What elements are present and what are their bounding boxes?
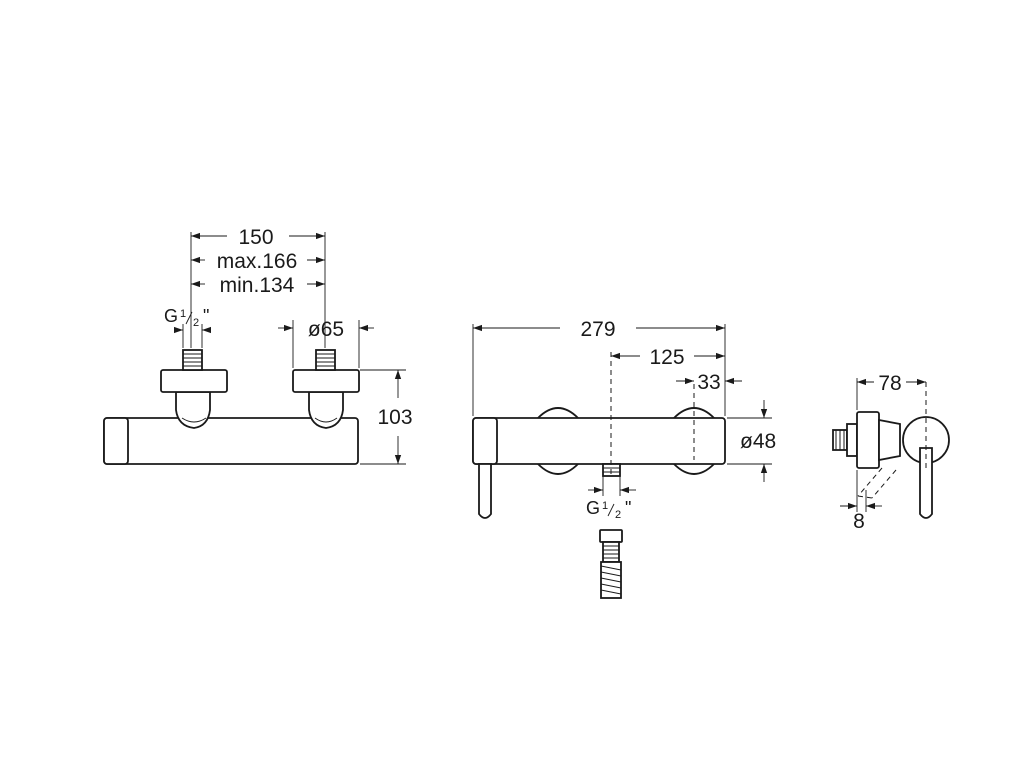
hose-connector [599,529,623,599]
dim-150-label: 150 [238,226,273,249]
right-inlet [292,349,360,429]
offset-label: 8 [853,510,865,533]
side-view: 78 8 [832,372,950,533]
dim-flange-diameter: ø65 [278,318,374,368]
outlet-thread-g: G [586,498,600,518]
inlet-thread-unit: " [203,306,209,326]
total-length-label: 279 [580,318,615,341]
left-inlet [160,349,228,429]
front-view: 150 max.166 min.134 G 1 2 " [103,226,413,465]
dim-125: 125 [611,346,725,369]
outlet-thread-num: 1 [602,500,608,512]
top-handle-lever [478,463,492,519]
dim-150: 150 [191,226,325,249]
body-diameter-label: ø48 [740,430,776,453]
front-end-cap [103,417,129,465]
top-view: 279 125 33 ø48 G 1 [472,318,776,599]
side-flange [846,423,858,457]
outlet-thread-den: 2 [615,509,621,521]
outlet-thread-unit: " [625,498,631,518]
dim-8: 8 [840,470,882,533]
dim-33: 33 [676,371,742,394]
side-handle [919,447,933,519]
handle-offset-label: 33 [697,371,720,394]
dim-body-diameter: ø48 [727,400,776,482]
height-label: 103 [377,406,412,429]
flange-diameter-label: ø65 [308,318,344,341]
dim-max-label: max.166 [217,250,298,273]
inlet-thread-g: G [164,306,178,326]
outlet-offset-label: 125 [649,346,684,369]
inlet-thread-num: 1 [180,308,186,320]
inlet-thread-den: 2 [193,317,199,329]
dim-height: 103 [360,369,413,465]
dim-min: min.134 [191,274,325,297]
top-body [472,417,726,465]
inlet-thread-label: G 1 2 " [164,306,211,348]
depth-label: 78 [878,372,901,395]
outlet-thread-label: G 1 2 " [586,476,636,521]
dim-279: 279 [472,318,726,416]
dim-max: max.166 [191,250,325,273]
dim-78: 78 [856,372,926,410]
dim-min-label: min.134 [220,274,295,297]
